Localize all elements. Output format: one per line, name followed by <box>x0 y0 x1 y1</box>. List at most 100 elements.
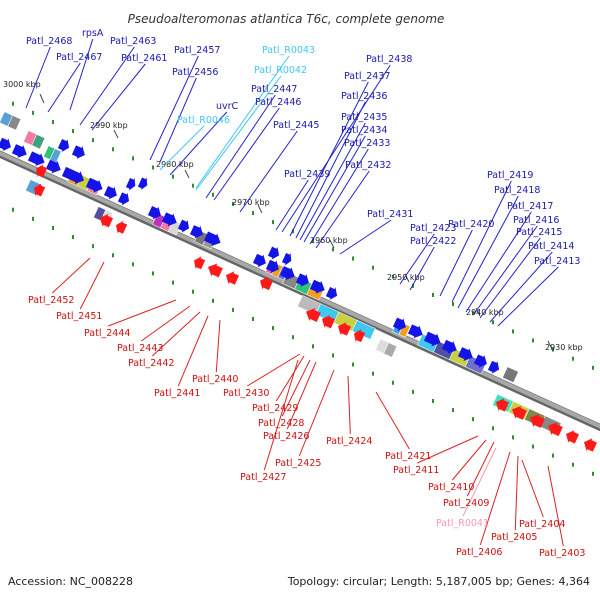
reverse-gene-arrow <box>100 213 113 228</box>
gene-label[interactable]: Patl_2451 <box>56 311 102 322</box>
gene-label[interactable]: Patl_2434 <box>341 125 387 136</box>
gene-label[interactable]: Patl_2416 <box>513 215 559 226</box>
gene-label[interactable]: Patl_2463 <box>110 36 156 47</box>
tick-mark <box>492 320 494 325</box>
gene-label[interactable]: Patl_2417 <box>507 201 553 212</box>
gene-label[interactable]: Patl_2405 <box>491 532 537 543</box>
gene-label[interactable]: Patl_2410 <box>428 482 474 493</box>
leader-line <box>497 266 559 327</box>
gene-label[interactable]: Patl_2439 <box>284 169 330 180</box>
tick-mark <box>92 138 94 143</box>
leader-line <box>195 75 282 191</box>
gene-label[interactable]: Patl_2437 <box>344 71 390 82</box>
gene-label[interactable]: Patl_2430 <box>223 388 269 399</box>
gene-label[interactable]: Patl_2444 <box>84 328 130 339</box>
gene-label[interactable]: Patl_2419 <box>487 170 533 181</box>
gene-label[interactable]: Patl_2461 <box>121 53 167 64</box>
leader-line <box>303 135 366 243</box>
forward-gene-arrow <box>85 177 103 193</box>
gene-label[interactable]: Patl_2406 <box>456 547 502 558</box>
gene-label[interactable]: Patl_2456 <box>172 67 218 78</box>
gene-label[interactable]: Patl_2414 <box>528 241 574 252</box>
gene-label[interactable]: Patl_2420 <box>448 219 494 230</box>
gene-label[interactable]: Patl_2432 <box>345 160 391 171</box>
tick-mark <box>232 201 234 206</box>
gene-labels-top: Patl_2468 rpsA Patl_2467 Patl_2463Patl_2461… <box>26 28 580 267</box>
forward-gene-arrow <box>325 287 338 301</box>
gene-label[interactable]: Patl_2421 <box>385 451 431 462</box>
leader-line <box>339 219 392 255</box>
kbp-markers: 3000 kbp 2990 kbp 2980 kbp 2970 kbp 2960… <box>3 80 583 352</box>
gene-label[interactable]: Patl_2468 <box>26 36 72 47</box>
tick-mark <box>312 344 314 349</box>
gene-label[interactable]: Patl_2445 <box>273 120 319 131</box>
tick-mark <box>132 156 134 161</box>
gene-label[interactable]: Patl_2440 <box>192 374 238 385</box>
tick-mark <box>12 101 14 106</box>
gene-label[interactable]: Patl_2435 <box>341 112 387 123</box>
gene-label[interactable]: Patl_R0043 <box>262 45 315 56</box>
gene-label[interactable]: Patl_2442 <box>128 358 174 369</box>
gene-label[interactable]: Patl_2422 <box>410 236 456 247</box>
gene-label[interactable]: Patl_R0041 <box>436 518 489 529</box>
reverse-gene-arrow <box>322 314 335 329</box>
gene-label[interactable]: Patl_2409 <box>443 498 489 509</box>
leader-line <box>151 311 201 357</box>
tick-mark <box>32 110 34 115</box>
leader-line <box>263 359 299 471</box>
gene-label[interactable]: Patl_2438 <box>366 54 412 65</box>
leader-line <box>91 63 146 131</box>
gene-label[interactable]: Patl_2441 <box>154 388 200 399</box>
gene-label[interactable]: uvrC <box>216 101 239 112</box>
tick-mark <box>12 207 14 212</box>
gene-label[interactable]: Patl_2467 <box>56 52 102 63</box>
leader-line <box>159 125 205 171</box>
reverse-gene-arrow <box>116 220 128 234</box>
gene-label[interactable]: Patl_2433 <box>344 138 390 149</box>
forward-gene-arrow <box>252 253 266 268</box>
leader-line <box>215 319 221 373</box>
forward-gene-arrow <box>103 185 117 200</box>
gene-label[interactable]: Patl_2452 <box>28 295 74 306</box>
tick-mark <box>392 274 394 279</box>
gene-label[interactable]: Patl_2423 <box>410 223 456 234</box>
gene-label[interactable]: Patl_2446 <box>255 97 301 108</box>
gene-label[interactable]: Patl_2436 <box>341 91 387 102</box>
kbp-marker: 2960 kbp <box>310 236 348 245</box>
leader-lines-bottom <box>51 257 564 547</box>
gene-label[interactable]: Patl_2443 <box>117 343 163 354</box>
gene-label[interactable]: Patl_2404 <box>519 519 565 530</box>
forward-gene-arrow <box>473 354 487 368</box>
tick-mark <box>352 362 354 367</box>
forward-gene-arrow <box>71 145 85 159</box>
leader-lines-top <box>25 38 559 327</box>
leader-line <box>286 361 317 430</box>
gene-label[interactable]: Patl_2457 <box>174 45 220 56</box>
tick-rows <box>12 101 594 476</box>
gene-label[interactable]: Patl_2429 <box>252 403 298 414</box>
leader-line <box>298 369 335 457</box>
gene-label[interactable]: Patl_2425 <box>275 458 321 469</box>
gene-label[interactable]: Patl_2424 <box>326 436 372 447</box>
gene-label[interactable]: Patl_2415 <box>516 227 562 238</box>
tick-mark <box>432 398 434 403</box>
gene-label[interactable]: Patl_R0046 <box>177 115 230 126</box>
gene-label[interactable]: Patl_2411 <box>393 465 439 476</box>
tick-mark <box>572 356 574 361</box>
reverse-gene-arrow <box>194 256 206 270</box>
gene-label[interactable]: Patl_2426 <box>263 431 309 442</box>
gene-label[interactable]: Patl_2418 <box>494 185 540 196</box>
gene-label[interactable]: Patl_2431 <box>367 209 413 220</box>
leader-line <box>281 359 311 417</box>
gene-label[interactable]: Patl_2427 <box>240 472 286 483</box>
gene-label[interactable]: rpsA <box>82 28 104 39</box>
gene-label[interactable]: Patl_2447 <box>251 84 297 95</box>
tick-mark <box>72 235 74 240</box>
gene-label[interactable]: Patl_2403 <box>539 548 585 559</box>
gene-label[interactable]: Patl_2428 <box>258 418 304 429</box>
tick-mark <box>592 365 594 370</box>
gene-label[interactable]: Patl_R0042 <box>254 65 307 76</box>
reverse-gene-arrow <box>36 164 48 178</box>
gene-label[interactable]: Patl_2413 <box>534 256 580 267</box>
